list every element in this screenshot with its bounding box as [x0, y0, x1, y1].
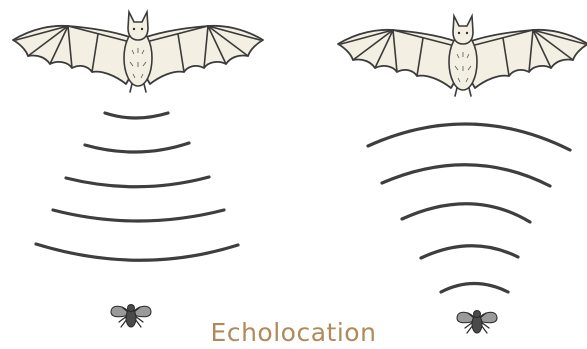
echo-wave	[441, 284, 508, 293]
outgoing-sound-waves	[36, 113, 238, 260]
returning-echo-waves	[368, 124, 570, 292]
right-panel	[338, 16, 587, 333]
sound-wave	[85, 143, 189, 152]
sound-wave	[36, 244, 238, 260]
echo-wave	[421, 246, 518, 258]
caption: Echolocation	[0, 319, 587, 347]
sound-wave	[105, 113, 168, 118]
sound-wave	[53, 210, 224, 221]
echo-wave	[402, 204, 530, 222]
echo-wave	[368, 124, 570, 150]
bat-icon	[13, 12, 263, 92]
sound-wave	[66, 177, 209, 187]
bat-icon	[338, 16, 587, 96]
left-panel	[13, 12, 263, 327]
echo-wave	[382, 165, 550, 186]
